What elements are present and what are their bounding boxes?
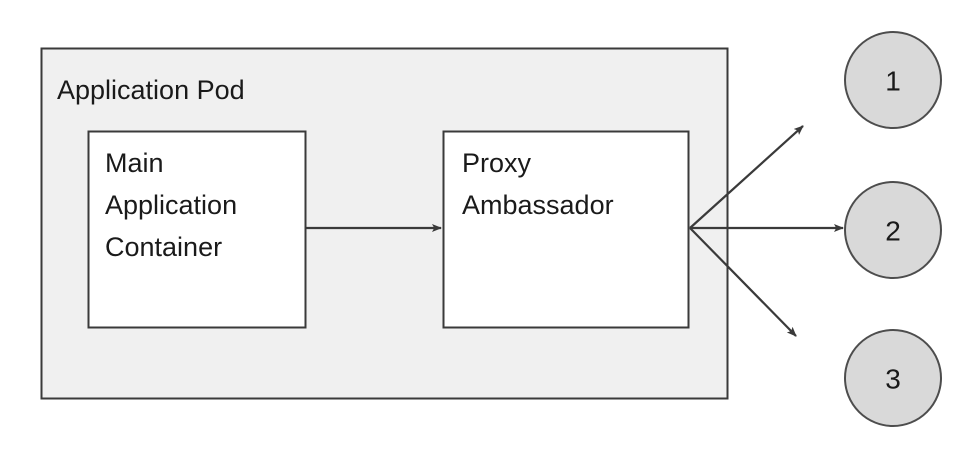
proxy-ambassador-line-1: Proxy [462,148,532,178]
arrow-proxy-to-service-3 [689,227,797,337]
main-application-container-box [87,130,307,329]
application-pod-label: Application Pod [57,75,245,105]
service-2-circle [844,181,942,279]
service-3-label: 3 [885,364,901,395]
main-application-container-line-1: Main [105,148,164,178]
arrow-proxy-to-service-1 [689,125,804,229]
service-2-label: 2 [885,216,901,247]
proxy-ambassador-box [442,130,690,329]
service-1-circle [844,31,942,129]
proxy-ambassador-line-2: Ambassador [462,190,614,220]
main-application-container-line-3: Container [105,232,222,262]
main-application-container-line-2: Application [105,190,237,220]
service-1-label: 1 [885,66,901,97]
service-3-circle [844,329,942,427]
